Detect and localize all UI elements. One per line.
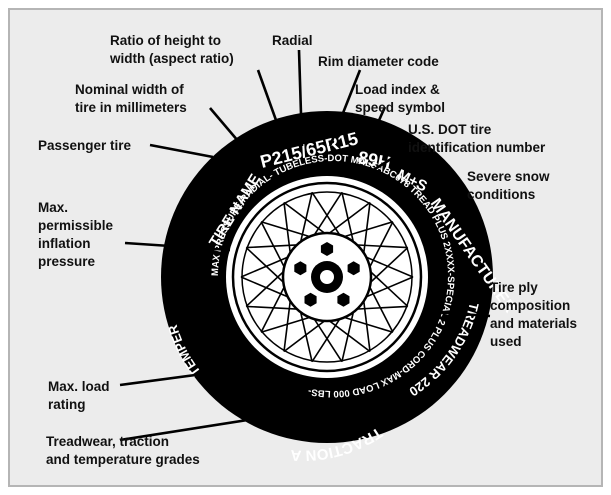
center-bore-inner	[320, 270, 334, 284]
label-snow-line2: conditions	[467, 187, 535, 202]
label-inflation-line2: permissible	[38, 218, 114, 233]
label-load-index-line1: Load index &	[355, 82, 440, 97]
label-ply-line1: Tire ply	[490, 280, 538, 295]
label-grades-line2: and temperature grades	[46, 452, 200, 467]
label-load-rating-line2: rating	[48, 397, 86, 412]
label-aspect-ratio-line2: width (aspect ratio)	[109, 51, 234, 66]
label-load-rating-line1: Max. load	[48, 379, 110, 394]
label-nominal-width-line2: tire in millimeters	[75, 100, 187, 115]
label-ply-line4: used	[490, 334, 522, 349]
label-passenger-tire: Passenger tire	[38, 138, 132, 153]
label-nominal-width-line1: Nominal width of	[75, 82, 184, 97]
label-ply-line3: and materials	[490, 316, 577, 331]
label-grades-line1: Treadwear, traction	[46, 434, 169, 449]
label-snow-line1: Severe snow	[467, 169, 550, 184]
label-ply-line2: composition	[490, 298, 570, 313]
label-rim-diameter: Rim diameter code	[318, 54, 439, 69]
label-dot-line2: identification number	[408, 140, 546, 155]
label-aspect-ratio-line1: Ratio of height to	[110, 33, 221, 48]
label-dot-line1: U.S. DOT tire	[408, 122, 492, 137]
label-radial: Radial	[272, 33, 313, 48]
label-load-index-line2: speed symbol	[355, 100, 445, 115]
label-inflation-line4: pressure	[38, 254, 96, 269]
label-inflation-line3: inflation	[38, 236, 91, 251]
label-inflation-line1: Max.	[38, 200, 68, 215]
